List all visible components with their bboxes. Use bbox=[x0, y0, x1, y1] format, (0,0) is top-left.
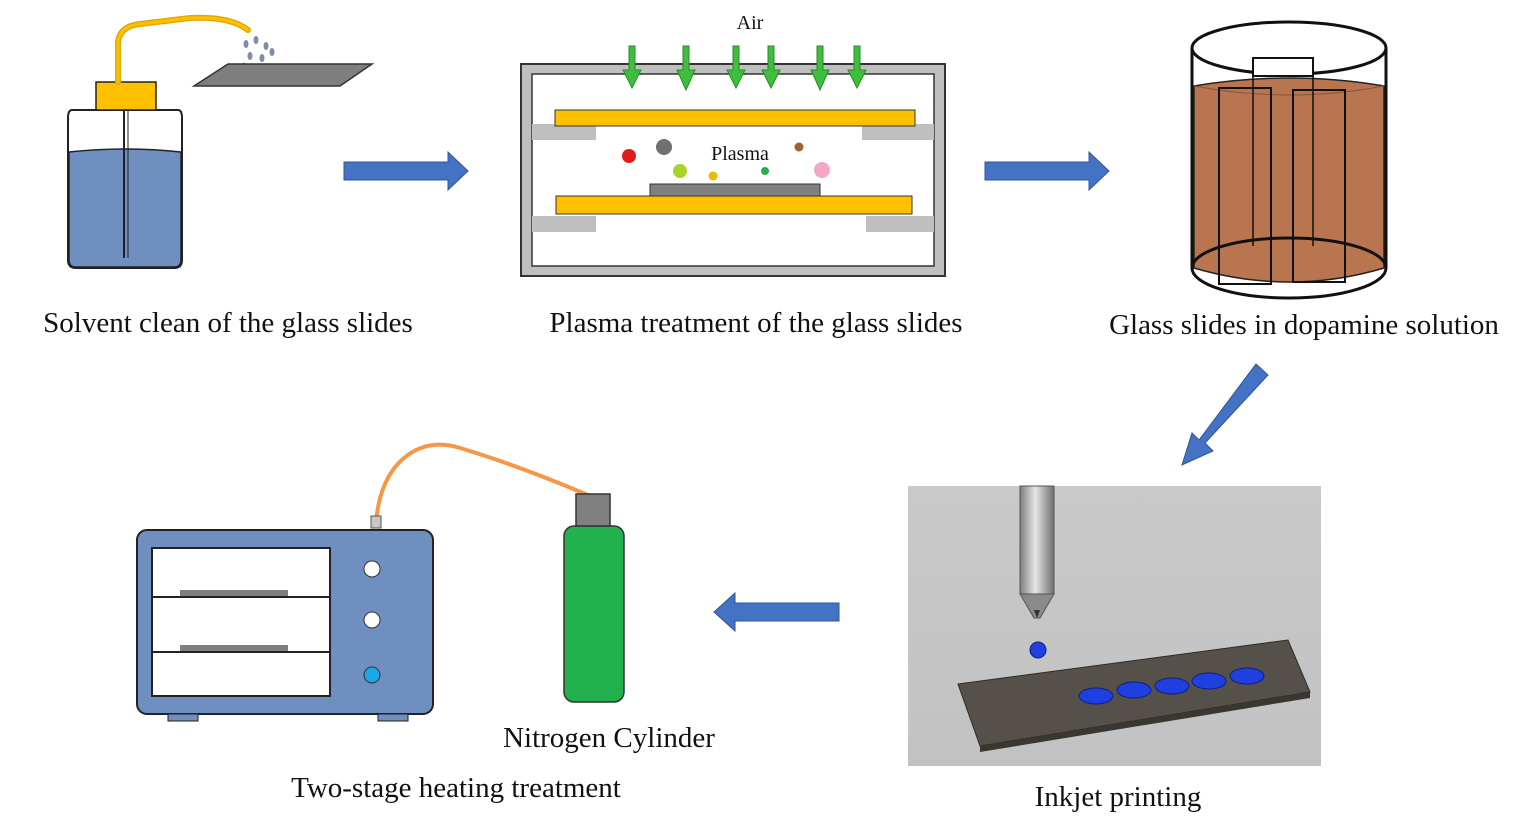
glass-slide bbox=[191, 63, 375, 87]
flow-arrow-4 bbox=[713, 591, 840, 633]
caption-nitrogen: Nitrogen Cylinder bbox=[503, 722, 715, 754]
gas-hose bbox=[374, 442, 592, 524]
inkjet-illustration bbox=[908, 485, 1321, 766]
sample-slide bbox=[649, 183, 821, 197]
caption-heating: Two-stage heating treatment bbox=[291, 772, 621, 804]
air-inflow-arrows bbox=[622, 45, 867, 92]
plasma-label: Plasma bbox=[711, 143, 769, 165]
nitrogen-cylinder-illustration bbox=[370, 442, 625, 703]
oven-illustration bbox=[136, 529, 434, 722]
plasma-chamber-illustration bbox=[520, 45, 946, 277]
caption-dopamine: Glass slides in dopamine solution bbox=[1109, 309, 1499, 341]
caption-inkjet: Inkjet printing bbox=[1035, 781, 1202, 813]
wash-bottle-illustration bbox=[67, 14, 375, 269]
flow-arrow-3 bbox=[1181, 363, 1269, 466]
air-label: Air bbox=[737, 12, 764, 34]
flow-arrow-1 bbox=[343, 150, 469, 192]
dopamine-beaker-illustration bbox=[1190, 20, 1388, 300]
printed-dots bbox=[1078, 667, 1265, 705]
flow-arrow-2 bbox=[984, 150, 1110, 192]
caption-solvent-clean: Solvent clean of the glass slides bbox=[43, 307, 413, 339]
caption-plasma: Plasma treatment of the glass slides bbox=[549, 307, 962, 339]
ink-droplet bbox=[1029, 641, 1047, 659]
dopamine-solution bbox=[1193, 77, 1385, 283]
